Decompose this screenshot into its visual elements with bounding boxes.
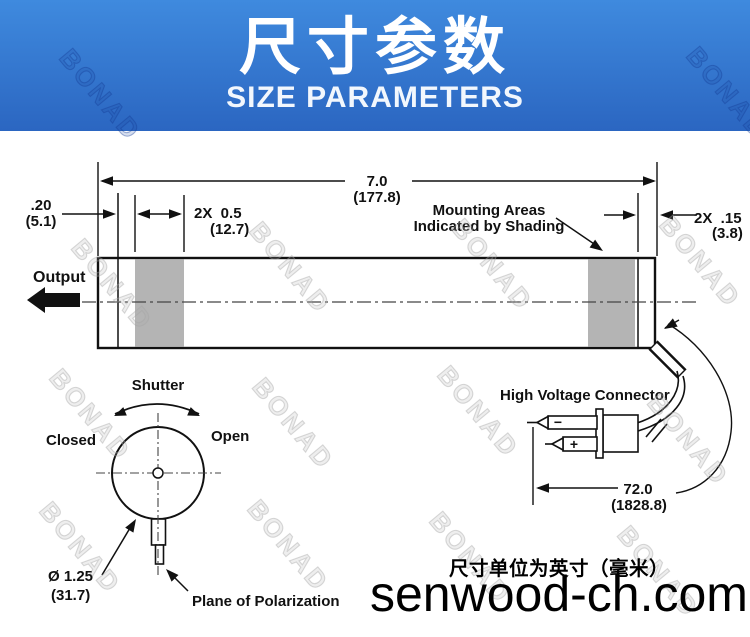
shutter-end-view: [96, 413, 221, 578]
mounting-note-arrow: [555, 217, 603, 251]
output-label: Output: [33, 269, 86, 286]
dim-mount-width-in: 2X 0.5: [194, 205, 242, 222]
arrowhead: [589, 239, 603, 251]
cable-wire-outer: [637, 375, 686, 432]
site-watermark: senwood-ch.com: [370, 566, 748, 622]
arrowhead: [125, 519, 136, 533]
cable-wire-inner: [636, 370, 680, 424]
arrowhead: [660, 210, 673, 220]
polarization-arrow: [166, 569, 189, 592]
tube-assembly: [82, 193, 700, 350]
shutter-rod: [154, 544, 165, 565]
arrowhead: [100, 176, 113, 186]
pin-positive-body: [562, 436, 598, 452]
mounting-shade-right: [588, 259, 635, 347]
dim-diameter-in: Ø 1.25: [48, 568, 93, 585]
tube-body: [96, 256, 657, 350]
shutter-label: Shutter: [132, 377, 185, 394]
page-subtitle: SIZE PARAMETERS: [226, 81, 524, 114]
hv-connector: [527, 408, 639, 459]
connector-flange: [595, 408, 604, 459]
shutter-closed-label: Closed: [46, 432, 96, 449]
arrowhead: [623, 210, 636, 220]
dim-mount-width-mm: (12.7): [210, 221, 249, 238]
arrowhead: [137, 209, 150, 219]
dim-length-in: 7.0: [367, 173, 388, 190]
dim-cable-length: [532, 427, 618, 505]
polarization-label: Plane of Polarization: [192, 593, 340, 610]
dim-mount-width: [134, 195, 185, 252]
output-arrow: [27, 287, 80, 313]
pin-negative-tip: [535, 415, 549, 430]
arrowhead: [114, 407, 127, 416]
arrowhead: [536, 483, 549, 493]
dim-cable-arc: [664, 318, 733, 494]
arrowhead: [187, 407, 200, 416]
dim-right-end-in: 2X .15: [694, 210, 742, 227]
cable-sleeve: [651, 343, 684, 376]
dim-length-mm: (177.8): [353, 189, 401, 206]
pin-negative-label: −: [554, 414, 562, 430]
dim-left-end: [62, 209, 116, 219]
dim-right-end: [604, 193, 695, 252]
dim-right-end-mm: (3.8): [712, 225, 743, 242]
dim-left-end-in: .20: [31, 197, 52, 214]
mounting-shade-left: [135, 259, 184, 347]
arrowhead: [166, 569, 179, 582]
connector-body: [602, 414, 639, 453]
dim-overall-length: [97, 162, 658, 256]
dim-cable-in: 72.0: [623, 481, 652, 498]
cable-break-tick: [651, 423, 668, 443]
dim-left-end-mm: (5.1): [26, 213, 57, 230]
header-banner: 尺寸参数 SIZE PARAMETERS: [0, 0, 750, 131]
shutter-pivot: [152, 467, 164, 479]
units-note: 尺寸单位为英寸（毫米）: [449, 558, 670, 580]
hv-cable: [636, 340, 687, 443]
size-diagram: 7.0 (177.8) .20 (5.1) 2X 0.5 (12.7) Moun…: [26, 162, 743, 610]
arrowhead: [664, 318, 678, 329]
pin-positive-tip: [550, 436, 564, 452]
diagram-area: 7.0 (177.8) .20 (5.1) 2X 0.5 (12.7) Moun…: [0, 130, 750, 637]
page-title: 尺寸参数: [238, 13, 511, 82]
shutter-open-label: Open: [211, 428, 249, 445]
arrowhead: [169, 209, 182, 219]
hv-connector-label: High Voltage Connector: [500, 387, 670, 404]
diameter-arrow: [101, 519, 136, 576]
dim-diameter-mm: (31.7): [51, 587, 90, 604]
arrowhead: [103, 209, 116, 219]
pin-positive-label: +: [570, 436, 578, 452]
shutter-swing-arrow: [114, 403, 200, 416]
arrowhead: [643, 176, 656, 186]
mounting-note-line2: Indicated by Shading: [414, 218, 565, 235]
mounting-note-line1: Mounting Areas: [433, 202, 546, 219]
dim-cable-mm: (1828.8): [611, 497, 667, 514]
cable-break-tick: [645, 418, 662, 438]
